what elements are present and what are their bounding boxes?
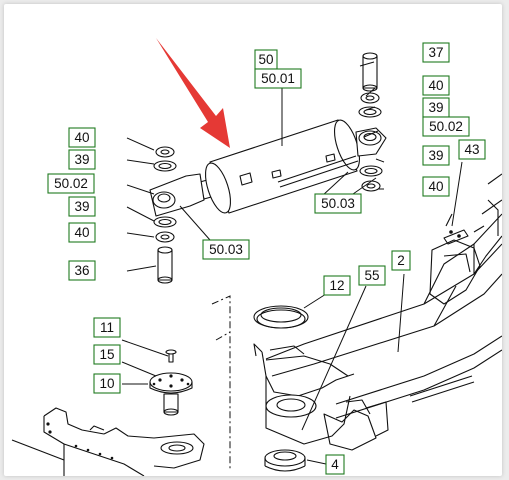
part-label: 36 xyxy=(68,260,96,281)
part-number: 40 xyxy=(74,130,89,145)
part-number: 37 xyxy=(428,45,443,60)
part-label: 50 xyxy=(254,49,278,70)
hydraulic-cylinder xyxy=(149,119,387,217)
part-label: 50.02 xyxy=(47,173,95,194)
part-label: 50.02 xyxy=(422,116,470,137)
part-label: 40 xyxy=(68,222,96,243)
part-label: 40 xyxy=(422,176,450,197)
part-label: 37 xyxy=(422,42,450,63)
red-pointer-arrow-icon xyxy=(156,38,230,148)
part-number: 50.03 xyxy=(209,242,243,257)
part-number: 55 xyxy=(364,268,379,283)
part-label: 39 xyxy=(68,196,96,217)
main-frame xyxy=(253,173,502,472)
part-number: 40 xyxy=(428,78,443,93)
part-number: 39 xyxy=(428,100,443,115)
part-label: 39 xyxy=(422,145,450,166)
part-number: 40 xyxy=(428,179,443,194)
bolts-43 xyxy=(445,213,485,238)
part-number: 39 xyxy=(428,148,443,163)
part-number: 50.03 xyxy=(321,196,355,211)
part-label: 50.01 xyxy=(254,68,302,89)
left-washers-and-pin xyxy=(153,146,177,284)
part-number: 11 xyxy=(100,320,114,335)
part-label: 4 xyxy=(325,454,345,475)
part-number: 50.01 xyxy=(261,71,295,86)
part-label: 55 xyxy=(358,265,386,286)
exploded-parts-diagram: 50 50.01 37 40 39 50.02 40 39 xyxy=(11,38,502,476)
part-label: 15 xyxy=(93,344,121,365)
diagram-frame: 50 50.01 37 40 39 50.02 40 39 xyxy=(4,4,502,476)
part-label: 40 xyxy=(422,75,450,96)
part-label: 40 xyxy=(68,127,96,148)
part-number: 2 xyxy=(397,253,405,268)
part-number: 50 xyxy=(258,52,273,67)
part-label: 50.03 xyxy=(202,239,250,260)
part-label: 10 xyxy=(93,373,121,394)
part-number: 40 xyxy=(74,225,89,240)
part-label: 11 xyxy=(93,317,121,338)
leader-lines xyxy=(121,61,463,465)
part-number: 4 xyxy=(331,457,339,472)
part-number: 12 xyxy=(329,278,344,293)
part-label: 39 xyxy=(422,97,450,118)
part-number: 43 xyxy=(464,142,479,157)
pivot-stand xyxy=(11,349,205,476)
part-number: 10 xyxy=(99,376,114,391)
right-washers-and-pin xyxy=(358,52,383,192)
part-number: 39 xyxy=(74,199,89,214)
part-label: 2 xyxy=(391,250,411,271)
part-labels: 50 50.01 37 40 39 50.02 40 39 xyxy=(47,42,486,475)
part-number: 39 xyxy=(74,152,89,167)
part-number: 50.02 xyxy=(429,119,463,134)
part-number: 50.02 xyxy=(54,176,88,191)
part-number: 15 xyxy=(99,347,114,362)
part-number: 36 xyxy=(74,263,89,278)
part-label: 43 xyxy=(458,139,486,160)
part-label: 12 xyxy=(323,275,351,296)
part-label: 39 xyxy=(68,149,96,170)
part-label: 50.03 xyxy=(314,193,362,214)
centerline xyxy=(211,295,231,470)
